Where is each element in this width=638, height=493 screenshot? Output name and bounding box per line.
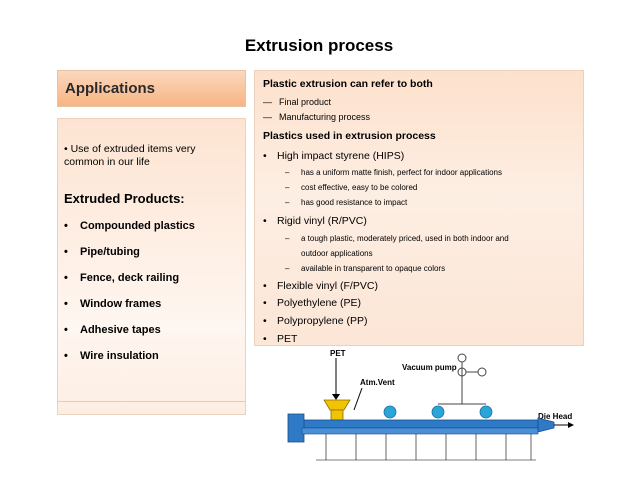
list-item: –available in transparent to opaque colo… [285,264,446,273]
list-item: •Flexible vinyl (F/PVC) [263,280,378,292]
output-arrow-icon [568,422,574,428]
vacuum-pump-icon [457,353,467,363]
list-item: •PET [263,333,298,345]
extrusion-details-panel: Plastic extrusion can refer to both —Fin… [254,70,584,346]
list-item: –has good resistance to impact [285,198,408,207]
vent-pump-icon [431,405,445,419]
list-item: •High impact styrene (HIPS) [263,150,405,162]
heater-bands [301,427,539,435]
list-item: •Adhesive tapes [64,324,161,336]
extruded-products-heading: Extruded Products: [64,191,185,206]
pet-label: PET [330,349,346,358]
extruder-diagram-svg: PET Vacuum pump Atm.Vent Die Head [287,349,574,461]
vent-pump-icon [383,405,397,419]
list-item: –a tough plastic, moderately priced, use… [285,234,509,243]
applications-heading: Applications [65,80,156,97]
die-head-label: Die Head [538,412,572,421]
die-head-icon [537,417,555,433]
list-item: •Polypropylene (PP) [263,315,368,327]
list-item: •Rigid vinyl (R/PVC) [263,215,367,227]
slide-title: Extrusion process [244,36,394,55]
extruder-barrel [293,419,539,429]
panel-divider [58,401,245,402]
applications-intro: • Use of extruded items very common in o… [64,143,196,168]
list-item: •Compounded plastics [64,220,195,232]
feed-arrow-icon [332,394,340,400]
vacuum-pump-label: Vacuum pump [402,363,457,372]
applications-panel: • Use of extruded items very common in o… [57,118,246,415]
hopper-icon [323,399,351,411]
extruder-diagram: PET Vacuum pump Atm.Vent Die Head [286,348,576,488]
list-item: –has a uniform matte finish, perfect for… [285,168,502,177]
hopper-throat [330,409,344,421]
vent-line [353,387,363,411]
list-item: •Fence, deck railing [64,272,180,284]
vent-pump-icon [479,405,493,419]
atm-vent-label: Atm.Vent [360,378,395,387]
list-item: •Polyethylene (PE) [263,297,362,309]
list-item: •Pipe/tubing [64,246,140,258]
list-item: •Wire insulation [64,350,159,362]
list-item: —Manufacturing process [263,112,371,122]
extruded-products-list: •Compounded plastics •Pipe/tubing •Fence… [64,220,195,376]
applications-header: Applications [57,70,246,107]
plastics-used-heading: Plastics used in extrusion process [263,130,436,142]
list-item: •Window frames [64,298,162,310]
list-item: —Final product [263,97,332,107]
list-item: –cost effective, easy to be colored [285,183,418,192]
drive-unit [287,413,305,443]
heater-zones [316,434,536,461]
vacuum-motor-icon [477,367,487,377]
list-item: outdoor applications [301,249,373,258]
extrusion-definition-heading: Plastic extrusion can refer to both [263,78,433,90]
